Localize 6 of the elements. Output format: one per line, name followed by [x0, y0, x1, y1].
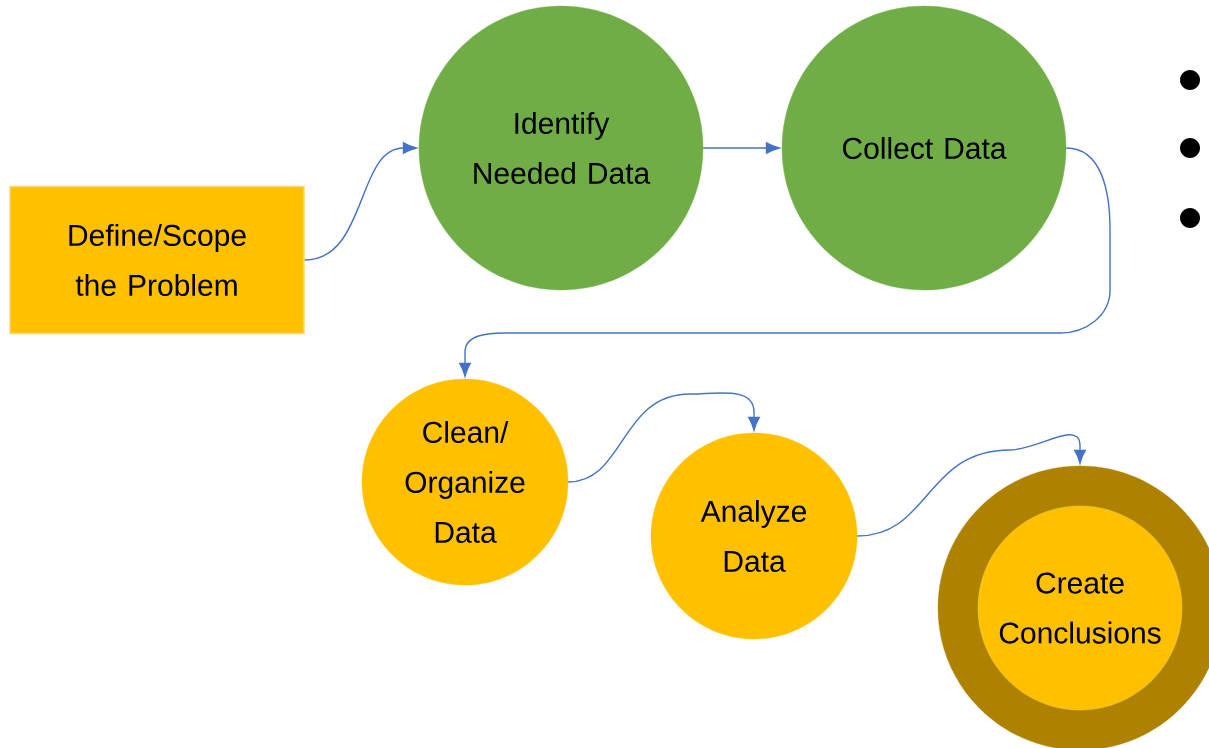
arrow: [304, 142, 417, 261]
process-box: Define/Scope the Problem: [9, 185, 305, 335]
arrow: [459, 147, 1111, 377]
arrow: [856, 434, 1086, 537]
arrow: [567, 392, 760, 483]
arrow: [702, 142, 780, 154]
